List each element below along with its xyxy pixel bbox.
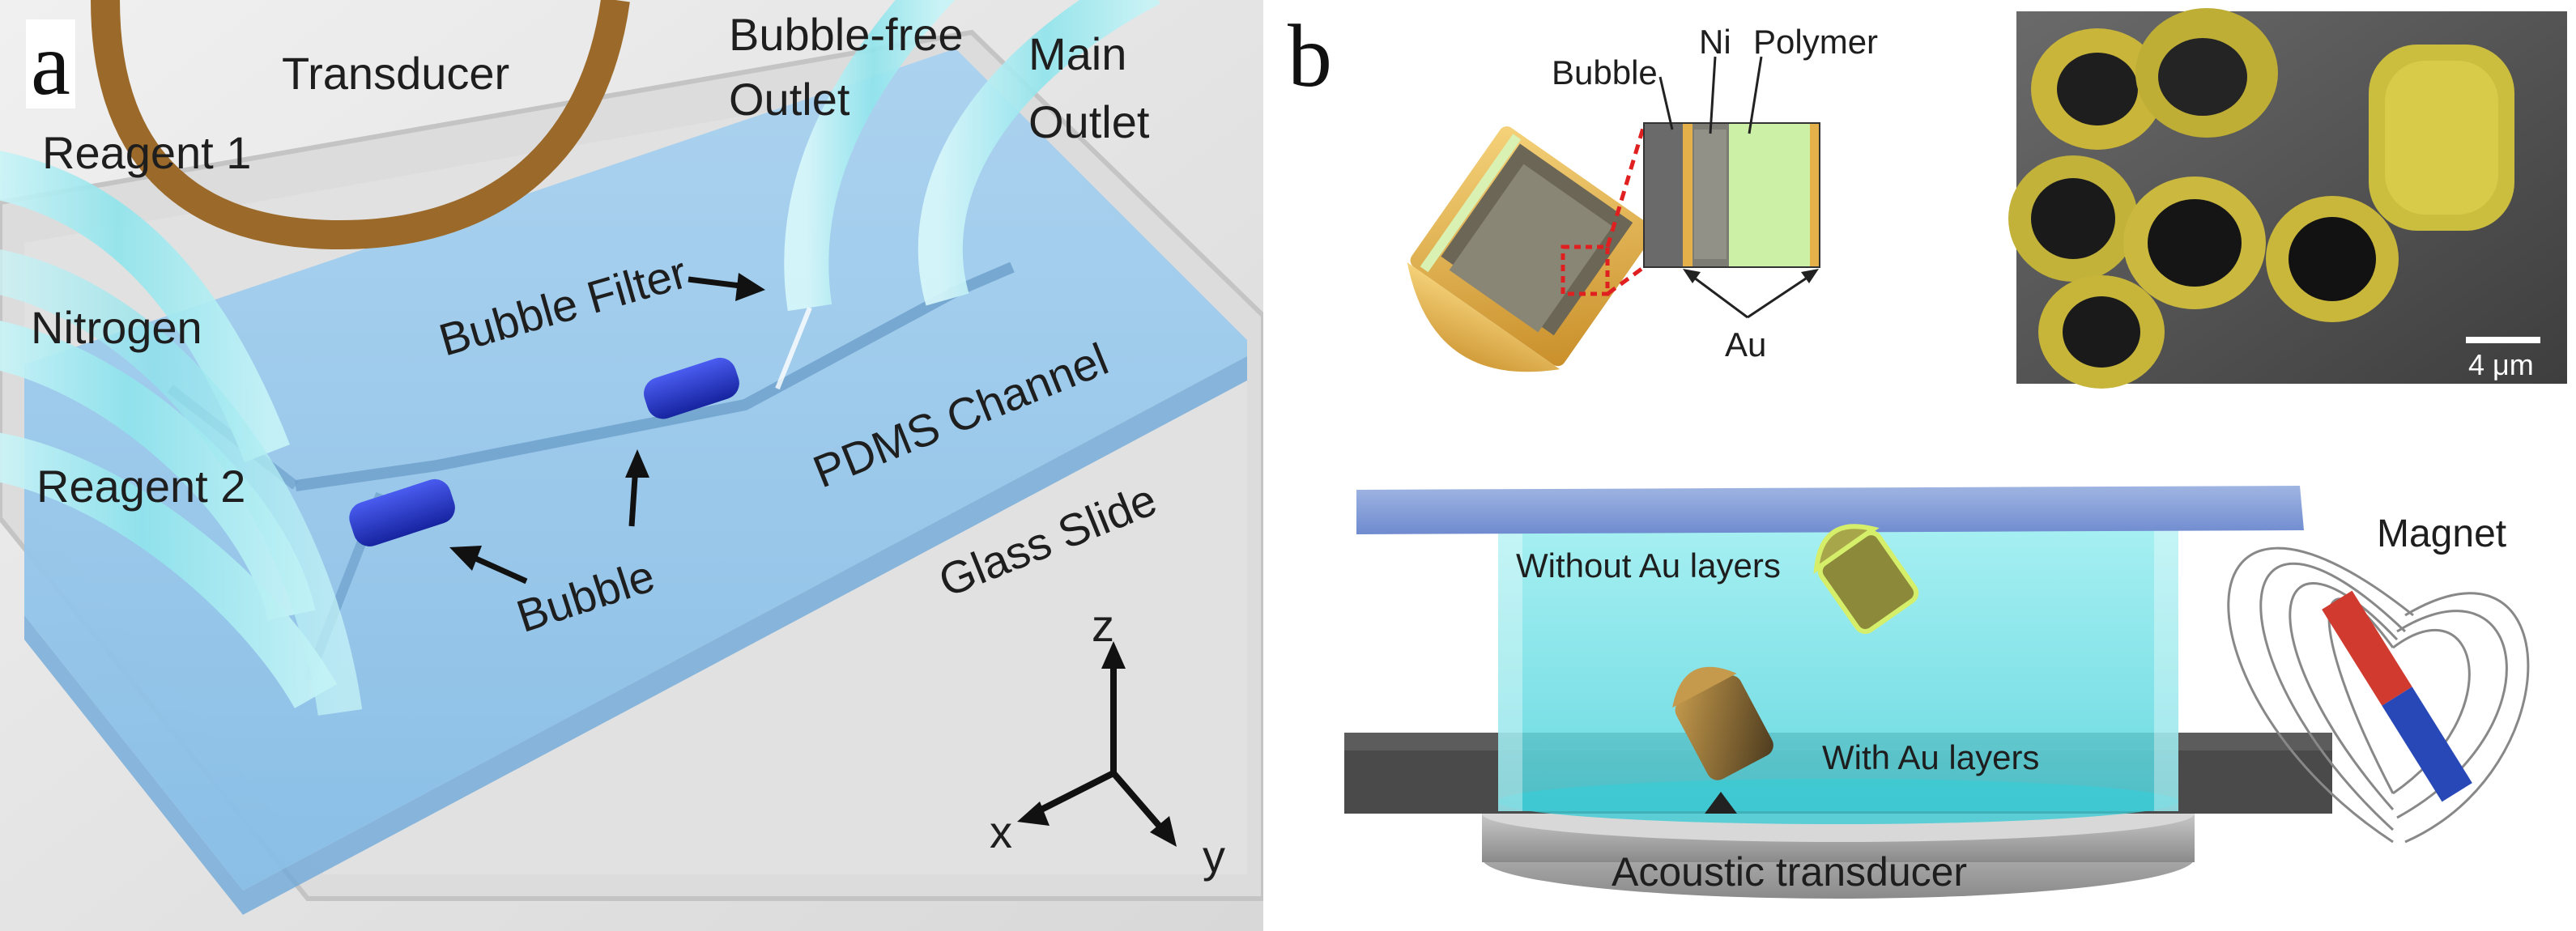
top-plate (1356, 486, 2304, 534)
sem-tube-1 (2031, 28, 2164, 150)
label-bubble-layer: Bubble (1552, 53, 1658, 91)
label-ni: Ni (1699, 23, 1731, 61)
label-nitrogen: Nitrogen (31, 302, 202, 353)
filter-branch (775, 306, 812, 390)
microchannel (295, 261, 1015, 491)
sem-tube-2 (2135, 8, 2278, 138)
label-transducer: Transducer (282, 48, 510, 99)
arrow-bubble-filter (688, 273, 765, 301)
tubing-nitrogen (0, 321, 316, 622)
label-acoustic-transducer: Acoustic transducer (1612, 849, 1968, 895)
transducer-ring (91, 0, 630, 250)
capsule-with-au (1672, 666, 1773, 780)
label-bubble-free-outlet-line1: Bubble-free (729, 9, 964, 60)
label-magnet: Magnet (2377, 512, 2507, 555)
tubing-nitrogen-outer (0, 249, 363, 716)
axis-label-z: z (1092, 600, 1114, 651)
panel-b-label: b (1288, 6, 1332, 105)
arrow-bubble-left (449, 546, 528, 585)
label-without-au: Without Au layers (1516, 546, 1781, 585)
axis-label-y: y (1203, 831, 1225, 882)
panel-b-illustration (1344, 8, 2567, 899)
bubble-left (349, 478, 455, 546)
sem-tube-6 (2038, 275, 2165, 389)
leader-polymer (1748, 56, 1763, 134)
sem-tube-7 (2266, 196, 2399, 322)
leader-bubble (1658, 76, 1674, 130)
layer-cross-section (1643, 122, 1820, 268)
zoom-line-bottom (1606, 265, 1646, 296)
panel-a: a Transducer Bubble-free Outlet Main Out… (0, 0, 1263, 931)
panel-a-illustration (0, 0, 1263, 931)
au-arrows (1683, 269, 1819, 319)
microrobot-cutaway (1407, 126, 1654, 372)
panel-a-label: a (26, 19, 75, 108)
sem-image (2008, 8, 2567, 389)
label-reagent1: Reagent 1 (42, 127, 252, 178)
bar-magnet (2322, 590, 2472, 802)
sem-tube-5 (2123, 176, 2266, 309)
coordinate-axes (1017, 641, 1177, 847)
leader-ni (1709, 56, 1717, 134)
tubing-main-outlet (918, 0, 1160, 306)
acoustic-setup (1344, 486, 2332, 899)
panel-b: b Bubble Ni Polymer Au 4 μm Without Au l… (1263, 0, 2576, 931)
label-reagent2: Reagent 2 (36, 461, 246, 512)
zoom-line-top (1605, 125, 1646, 248)
bubble-right (644, 357, 739, 419)
axis-label-x: x (990, 806, 1012, 857)
sem-tube-3 (2369, 45, 2514, 231)
tip-cone (1705, 792, 1737, 814)
label-au: Au (1725, 325, 1767, 363)
tubing-reagent1 (0, 151, 290, 462)
label-main-outlet-line1: Main (1028, 28, 1127, 79)
label-scale-bar: 4 μm (2468, 348, 2534, 381)
arrow-bubble-right (625, 449, 649, 527)
label-with-au: With Au layers (1822, 738, 2040, 776)
capsule-without-au (1813, 524, 1919, 634)
label-polymer: Polymer (1753, 23, 1879, 61)
sem-tube-4 (2008, 155, 2138, 282)
label-main-outlet-line2: Outlet (1028, 96, 1150, 147)
tubing-reagent2 (0, 432, 338, 709)
scale-bar (2466, 337, 2540, 343)
zoom-box (1561, 244, 1610, 296)
label-bubble-free-outlet-line2: Outlet (729, 74, 850, 125)
tubing-bubble-free-outlet (784, 0, 955, 312)
